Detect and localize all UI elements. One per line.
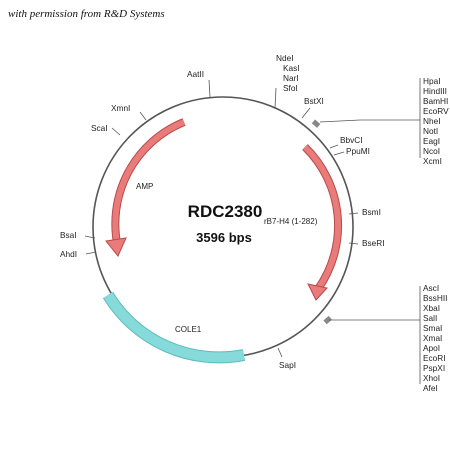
site-bseri: BseRI [362, 238, 385, 248]
site-aatii: AatII [187, 69, 204, 79]
site-bamhi: BamHI [423, 96, 448, 106]
permission-credit: with permission from R&D Systems [8, 8, 165, 20]
site-ahdi: AhdI [60, 249, 77, 259]
site-hindiii: HindIII [423, 86, 447, 96]
site-sali: SalI [423, 313, 437, 323]
insert-label: rB7-H4 (1-282) [264, 217, 318, 226]
site-apoi: ApoI [423, 343, 440, 353]
site-kasi: KasI [283, 63, 300, 73]
site-bstxi: BstXI [304, 96, 324, 106]
plasmid-size: 3596 bps [196, 230, 252, 245]
mcs1-site-list: HpaI HindIII BamHI EcoRV NheI NotI EagI … [423, 76, 449, 166]
insert-arrowhead [307, 283, 328, 301]
site-pspxi: PspXI [423, 363, 445, 373]
site-scai: ScaI [91, 123, 108, 133]
site-ppumi: PpuMI [346, 146, 370, 156]
cole1-label: COLE1 [175, 325, 202, 334]
site-nhei: NheI [423, 116, 441, 126]
mcs1-marker [311, 119, 321, 128]
plasmid-name: RDC2380 [188, 202, 263, 221]
site-eagi: EagI [423, 136, 440, 146]
site-ecori: EcoRI [423, 353, 446, 363]
site-sapi: SapI [279, 360, 296, 370]
mcs2-site-list: AscI BssHII XbaI SalI SmaI XmaI ApoI Eco… [423, 283, 447, 393]
cole1-feature-arc-fill [103, 292, 245, 363]
site-xhoi: XhoI [423, 373, 440, 383]
amp-feature-arc-fill [112, 119, 186, 249]
site-afei: AfeI [423, 383, 438, 393]
site-ticks [84, 78, 421, 384]
mcs2-marker [323, 315, 332, 325]
site-noti: NotI [423, 126, 438, 136]
insert-feature-arc-fill [302, 144, 342, 291]
site-smai: SmaI [423, 323, 442, 333]
site-ecorv: EcoRV [423, 106, 449, 116]
site-bsmi: BsmI [362, 207, 381, 217]
amp-label: AMP [136, 182, 153, 191]
site-xmai: XmaI [423, 333, 442, 343]
site-sfoi: SfoI [283, 83, 298, 93]
site-bbvci: BbvCI [340, 135, 363, 145]
site-bsai: BsaI [60, 230, 77, 240]
amp-arrowhead [105, 237, 127, 257]
site-ncoi: NcoI [423, 146, 440, 156]
site-xmni: XmnI [111, 103, 130, 113]
site-asci: AscI [423, 283, 439, 293]
site-xbai: XbaI [423, 303, 440, 313]
site-nari: NarI [283, 73, 299, 83]
site-ndei: NdeI [276, 53, 294, 63]
site-hpai: HpaI [423, 76, 441, 86]
site-bsshii: BssHII [423, 293, 447, 303]
site-xcmi: XcmI [423, 156, 442, 166]
